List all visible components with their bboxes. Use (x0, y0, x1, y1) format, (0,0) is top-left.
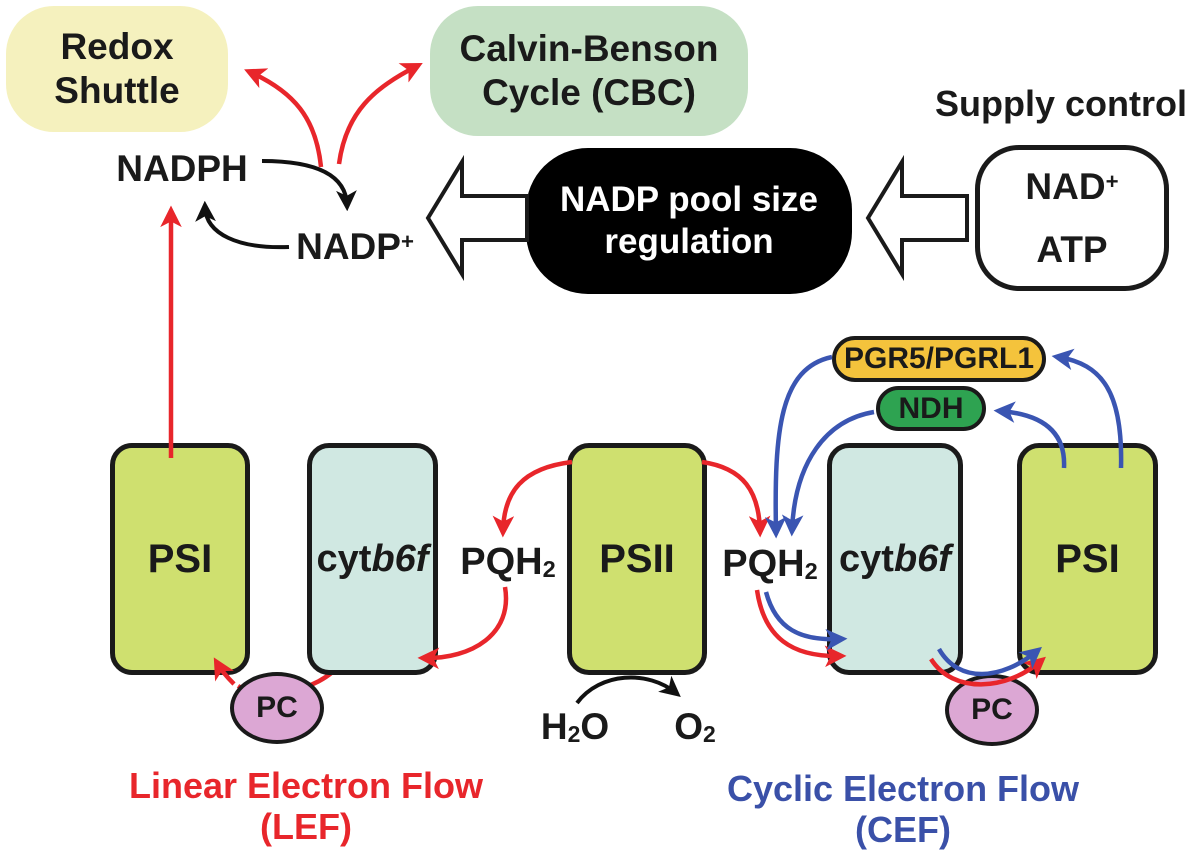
nadp-plus-label: NADP+ (296, 226, 414, 267)
hollow-arrow-regulation-to-nadp (425, 154, 529, 282)
cef-arrow-pgr5-to-pqh2 (764, 354, 833, 539)
cytb6f-left-box: cytb6f (307, 443, 438, 675)
pqh2-left-label: PQH2 (460, 540, 556, 583)
supply-control-label: Supply control (935, 83, 1187, 124)
hollow-arrow-nad-to-regulation (865, 154, 969, 282)
nadph-label: NADPH (116, 148, 248, 189)
pqh2-right-label: PQH2 (722, 542, 818, 585)
cbc-line2: Cycle (CBC) (482, 72, 696, 113)
arrow-nadph-to-nadp (261, 159, 357, 212)
nadp-pool-size-regulation-box: NADP pool size regulation (526, 148, 852, 294)
o2-label: O2 (674, 706, 716, 748)
nad-plus-label: NAD+ (1025, 165, 1119, 207)
regulation-line2: regulation (604, 222, 774, 261)
arrow-h2o-to-o2 (575, 675, 681, 705)
pc-right-ellipse: PC (945, 674, 1039, 746)
lef-arrow-psii-to-pqh2-right (701, 459, 771, 538)
psi-right-box: PSI (1017, 443, 1158, 675)
lef-caption: Linear Electron Flow (LEF) (128, 765, 484, 847)
redox-shuttle-line2: Shuttle (54, 70, 180, 111)
atp-label: ATP (1036, 228, 1108, 270)
cbc-line1: Calvin-Benson (459, 28, 719, 69)
cytb6f-right-box: cytb6f (827, 443, 963, 675)
psii-box: PSII (567, 443, 707, 675)
regulation-line1: NADP pool size (559, 180, 818, 219)
lef-arrow-nadph-to-cbc (336, 63, 423, 165)
redox-shuttle-line1: Redox (60, 26, 174, 67)
pgr5-pgrl1-pill: PGR5/PGRL1 (832, 336, 1046, 382)
arrow-nadp-to-nadph (195, 200, 290, 250)
calvin-benson-cycle-box: Calvin-Benson Cycle (CBC) (430, 6, 748, 136)
lef-arrow-psii-to-pqh2-left (492, 459, 573, 538)
cef-caption: Cyclic Electron Flow (CEF) (726, 768, 1080, 850)
nad-atp-box: NAD+ ATP (975, 145, 1169, 291)
ndh-pill: NDH (876, 386, 986, 431)
psi-left-box: PSI (110, 443, 250, 675)
h2o-label: H2O (540, 706, 610, 748)
pc-left-ellipse: PC (230, 672, 324, 744)
redox-shuttle-box: Redox Shuttle (6, 6, 228, 132)
